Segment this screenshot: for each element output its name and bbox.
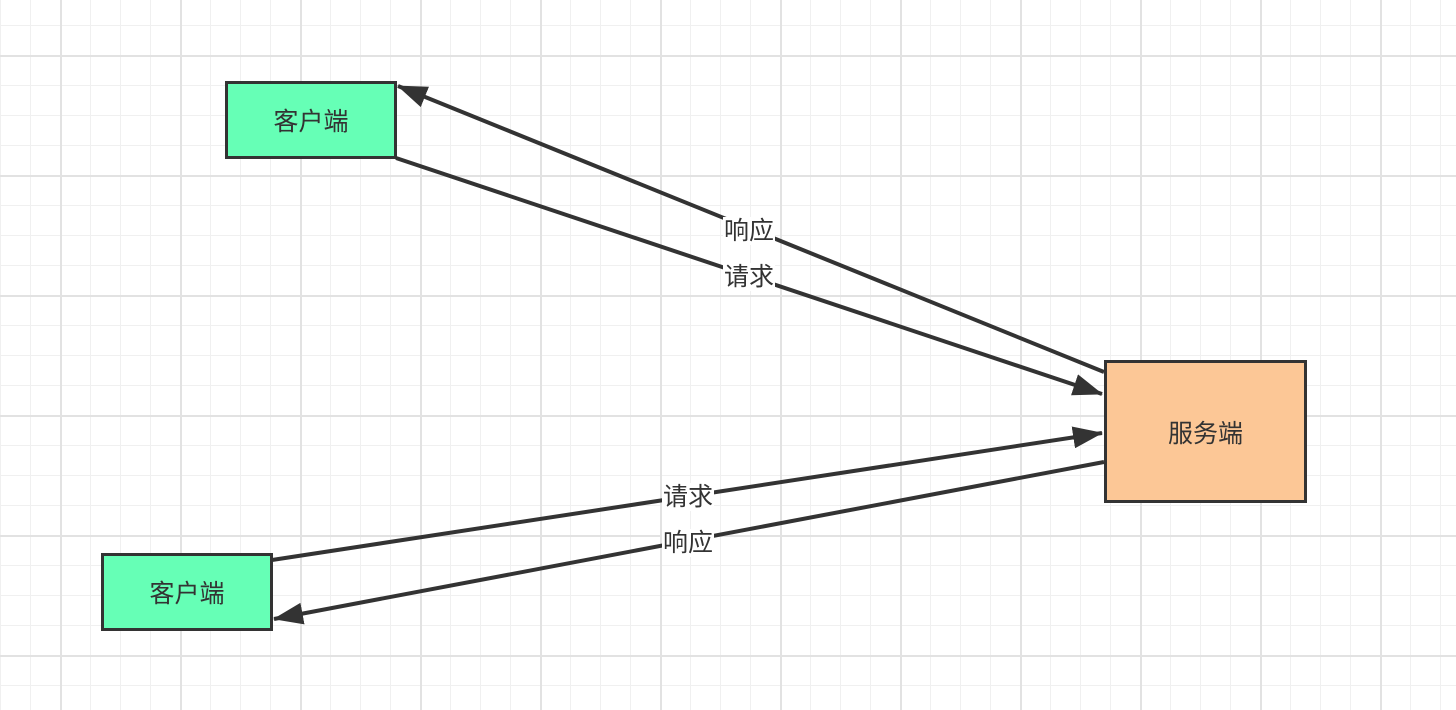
edge-label-top-response[interactable]: 响应 (723, 216, 776, 245)
edge-label-bottom-response[interactable]: 响应 (662, 528, 715, 557)
edge-label-bottom-request[interactable]: 请求 (662, 482, 715, 511)
client-node-bottom[interactable]: 客户端 (101, 553, 273, 631)
client-node-top-label: 客户端 (273, 107, 349, 136)
server-node-label: 服务端 (1167, 418, 1243, 448)
edge-label-top-request[interactable]: 请求 (723, 262, 776, 291)
client-node-top[interactable]: 客户端 (225, 81, 397, 159)
client-node-bottom-label: 客户端 (149, 579, 225, 608)
server-node[interactable]: 服务端 (1104, 360, 1307, 503)
